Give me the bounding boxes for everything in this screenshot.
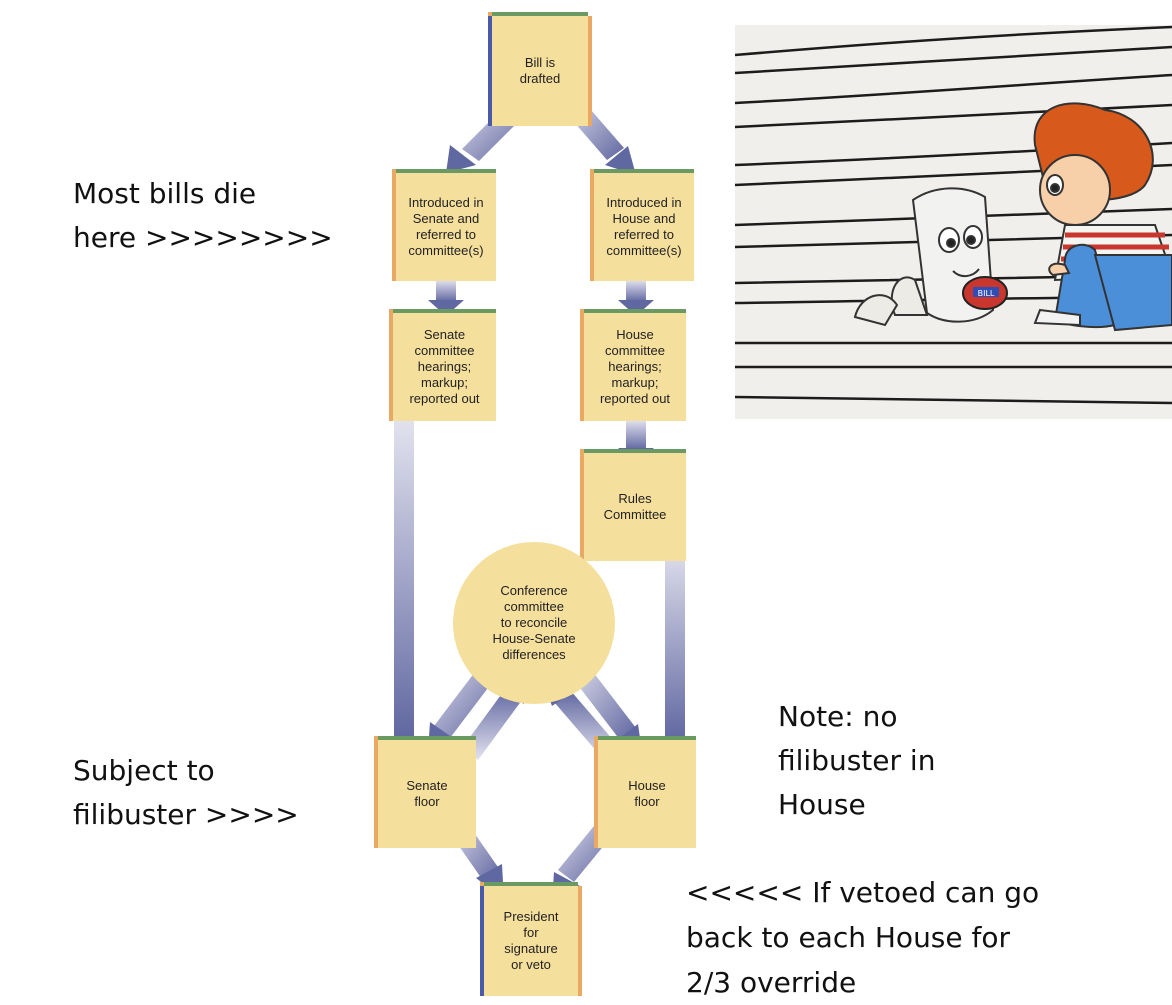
bill-badge: BILL xyxy=(962,276,1008,310)
box-introduced-house: Introduced in House and referred to comm… xyxy=(594,173,694,281)
box-introduced-senate: Introduced in Senate and referred to com… xyxy=(396,173,496,281)
arrow-house-intro-to-committee xyxy=(618,280,654,316)
circle-conference-committee: Conference committee to reconcile House-… xyxy=(453,542,615,704)
box-senate-floor: Senate floor xyxy=(378,740,476,848)
box-rules-committee: Rules Committee xyxy=(584,453,686,561)
box-house-committee: House committee hearings; markup; report… xyxy=(584,313,686,421)
annotation-subject-to-filibuster: Subject to filibuster >>>> xyxy=(73,754,299,831)
box-house-floor: House floor xyxy=(598,740,696,848)
annotation-no-filibuster-house: Note: no filibuster in House xyxy=(778,700,936,821)
arrow-rules-to-house-floor xyxy=(657,543,693,760)
annotation-veto-override: <<<<< If vetoed can go back to each Hous… xyxy=(686,876,1040,999)
bill-cartoon-drawing: BILL xyxy=(735,25,1172,405)
bill-character xyxy=(853,187,995,327)
box-senate-committee: Senate committee hearings; markup; repor… xyxy=(393,313,496,421)
arrow-senate-committee-to-floor xyxy=(386,420,422,760)
boy-character xyxy=(1033,102,1172,332)
annotation-most-bills-die: Most bills die here >>>>>>>> xyxy=(73,177,333,254)
box-president: President for signature or veto xyxy=(484,886,578,996)
bill-badge-label: BILL xyxy=(978,289,995,298)
arrow-senate-intro-to-committee xyxy=(428,280,464,316)
bill-cartoon-image: BILL xyxy=(735,25,1172,419)
box-bill-drafted: Bill is drafted xyxy=(492,16,588,126)
